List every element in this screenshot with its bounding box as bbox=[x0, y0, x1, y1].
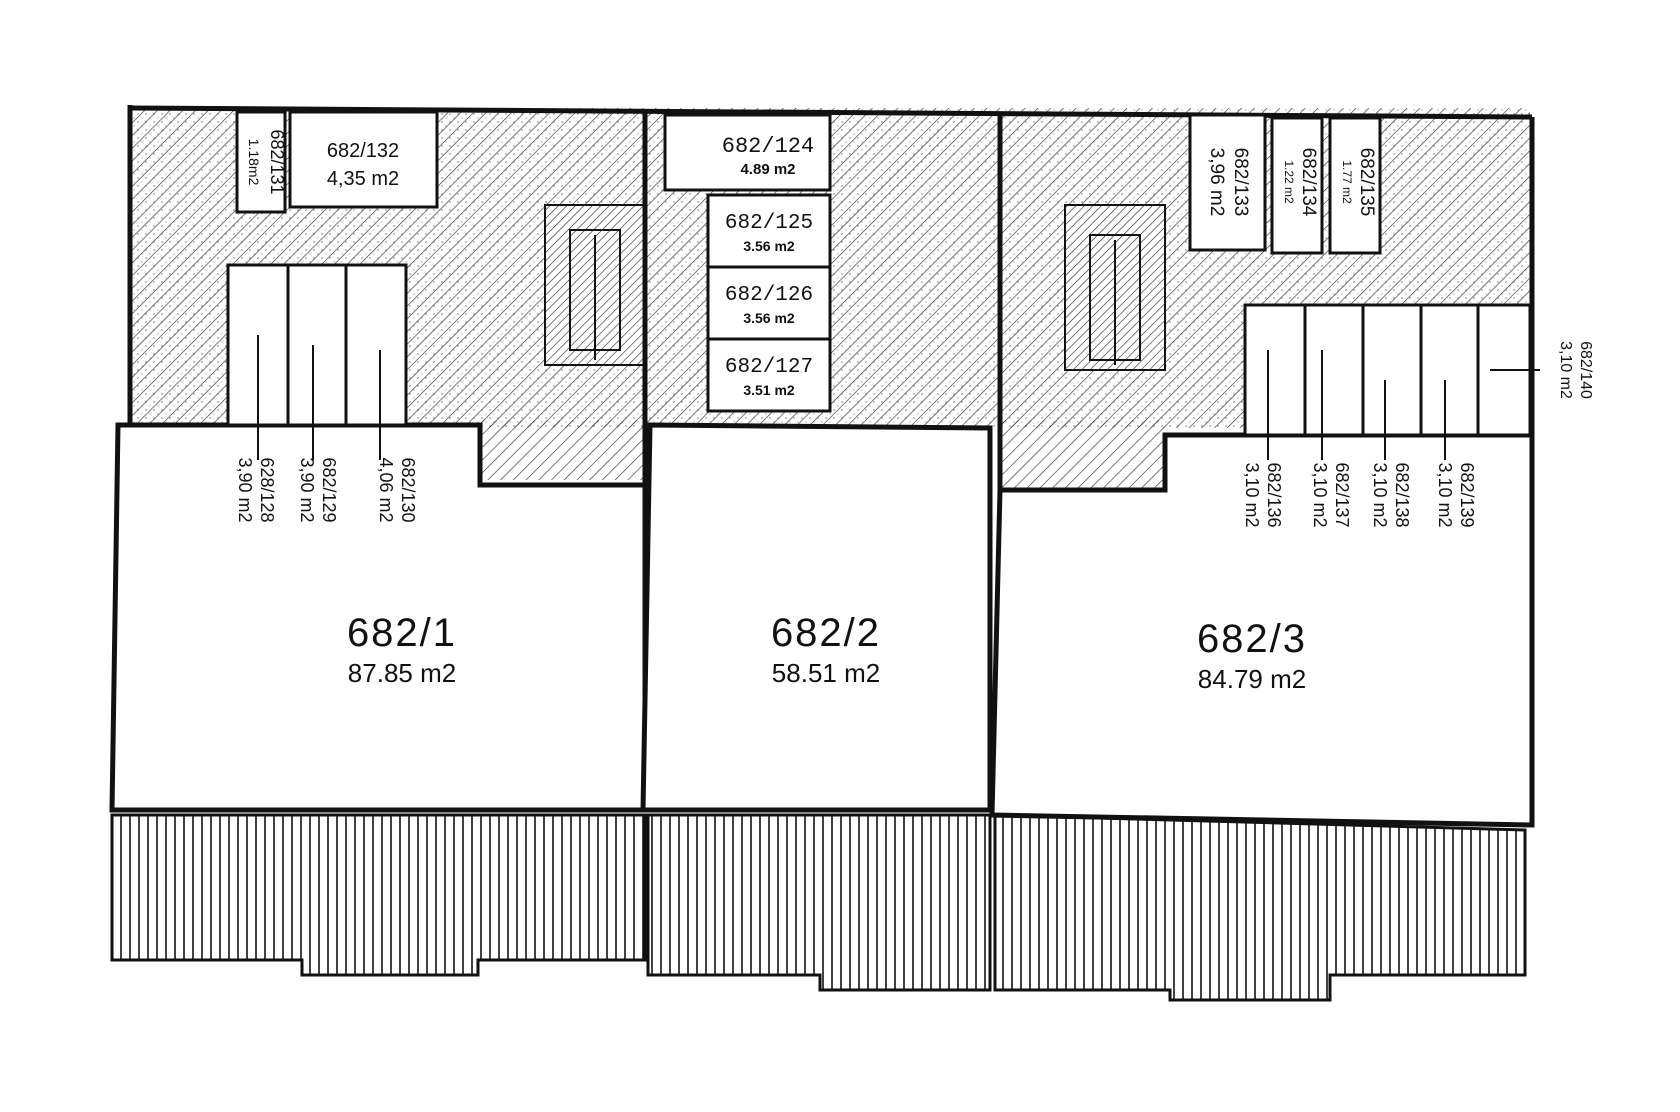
svg-text:3.56 m2: 3.56 m2 bbox=[743, 238, 795, 254]
svg-text:3,90 m2: 3,90 m2 bbox=[235, 457, 255, 522]
room-label-682-136: 682/136 3,10 m2 bbox=[1242, 462, 1284, 527]
svg-text:4,06 m2: 4,06 m2 bbox=[376, 457, 396, 522]
svg-text:3,90 m2: 3,90 m2 bbox=[297, 457, 317, 522]
svg-text:58.51 m2: 58.51 m2 bbox=[772, 658, 880, 688]
svg-text:682/133: 682/133 bbox=[1230, 148, 1251, 217]
svg-text:682/130: 682/130 bbox=[398, 457, 418, 522]
svg-text:3,96 m2: 3,96 m2 bbox=[1206, 148, 1227, 217]
storage-top-middle bbox=[663, 113, 832, 413]
svg-text:682/125: 682/125 bbox=[725, 212, 813, 235]
room-label-682-139: 682/139 3,10 m2 bbox=[1435, 462, 1477, 527]
room-label-682-138: 682/138 3,10 m2 bbox=[1370, 462, 1412, 527]
svg-text:682/2: 682/2 bbox=[771, 611, 881, 655]
unit-label-1: 682/1 87.85 m2 bbox=[347, 611, 457, 688]
unit-label-2: 682/2 58.51 m2 bbox=[771, 611, 881, 688]
svg-text:3,10 m2: 3,10 m2 bbox=[1370, 462, 1390, 527]
outer-walls bbox=[127, 105, 1535, 490]
svg-text:682/132: 682/132 bbox=[327, 140, 399, 162]
svg-text:3,10 m2: 3,10 m2 bbox=[1310, 462, 1330, 527]
svg-text:1.22 m2: 1.22 m2 bbox=[1282, 160, 1296, 204]
room-label-682-137: 682/137 3,10 m2 bbox=[1310, 462, 1352, 527]
room-label-682-125: 682/125 3.56 m2 bbox=[725, 212, 813, 254]
stairwell-right bbox=[1064, 204, 1166, 371]
room-label-682-140: 682/140 3,10 m2 bbox=[1557, 341, 1594, 399]
room-label-682-134: 682/134 1.22 m2 bbox=[1282, 148, 1319, 217]
room-label-682-130: 682/130 4,06 m2 bbox=[376, 457, 418, 522]
room-label-682-132: 682/132 4,35 m2 bbox=[327, 140, 399, 190]
svg-text:3,10 m2: 3,10 m2 bbox=[1242, 462, 1262, 527]
svg-text:682/127: 682/127 bbox=[725, 356, 813, 379]
svg-text:4,35 m2: 4,35 m2 bbox=[327, 168, 399, 190]
room-label-682-126: 682/126 3.56 m2 bbox=[725, 284, 813, 326]
svg-text:84.79 m2: 84.79 m2 bbox=[1198, 664, 1306, 694]
svg-text:1.77 m2: 1.77 m2 bbox=[1340, 160, 1354, 204]
svg-text:1.18m2: 1.18m2 bbox=[246, 139, 262, 186]
leader-lines bbox=[257, 335, 1540, 460]
balconies bbox=[110, 813, 1527, 1002]
svg-text:4.89 m2: 4.89 m2 bbox=[740, 161, 795, 178]
room-label-682-131: 682/131 1.18m2 bbox=[246, 129, 287, 194]
stairwell-left bbox=[544, 204, 646, 366]
svg-text:682/129: 682/129 bbox=[319, 457, 339, 522]
svg-text:682/135: 682/135 bbox=[1356, 148, 1377, 217]
room-label-682-133: 682/133 3,96 m2 bbox=[1206, 148, 1251, 217]
svg-text:682/1: 682/1 bbox=[347, 611, 457, 655]
svg-text:682/3: 682/3 bbox=[1197, 617, 1307, 661]
svg-text:682/137: 682/137 bbox=[1332, 462, 1352, 527]
svg-text:682/140: 682/140 bbox=[1577, 341, 1594, 399]
svg-text:682/134: 682/134 bbox=[1298, 148, 1319, 217]
svg-text:682/131: 682/131 bbox=[267, 129, 287, 194]
room-label-682-124: 682/124 4.89 m2 bbox=[722, 134, 814, 178]
svg-text:682/136: 682/136 bbox=[1264, 462, 1284, 527]
svg-text:3,10 m2: 3,10 m2 bbox=[1557, 341, 1574, 399]
svg-text:3.51 m2: 3.51 m2 bbox=[743, 382, 795, 398]
svg-text:682/139: 682/139 bbox=[1457, 462, 1477, 527]
svg-text:3.56 m2: 3.56 m2 bbox=[743, 310, 795, 326]
svg-text:628/128: 628/128 bbox=[257, 457, 277, 522]
svg-text:87.85 m2: 87.85 m2 bbox=[348, 658, 456, 688]
svg-text:682/124: 682/124 bbox=[722, 134, 814, 159]
storage-top-right bbox=[1188, 113, 1532, 437]
room-label-682-129: 682/129 3,90 m2 bbox=[297, 457, 339, 522]
svg-text:682/126: 682/126 bbox=[725, 284, 813, 307]
svg-text:682/138: 682/138 bbox=[1392, 462, 1412, 527]
svg-text:3,10 m2: 3,10 m2 bbox=[1435, 462, 1455, 527]
room-label-682-135: 682/135 1.77 m2 bbox=[1340, 148, 1377, 217]
room-label-628-128: 628/128 3,90 m2 bbox=[235, 457, 277, 522]
room-label-682-127: 682/127 3.51 m2 bbox=[725, 356, 813, 398]
unit-label-3: 682/3 84.79 m2 bbox=[1197, 617, 1307, 694]
